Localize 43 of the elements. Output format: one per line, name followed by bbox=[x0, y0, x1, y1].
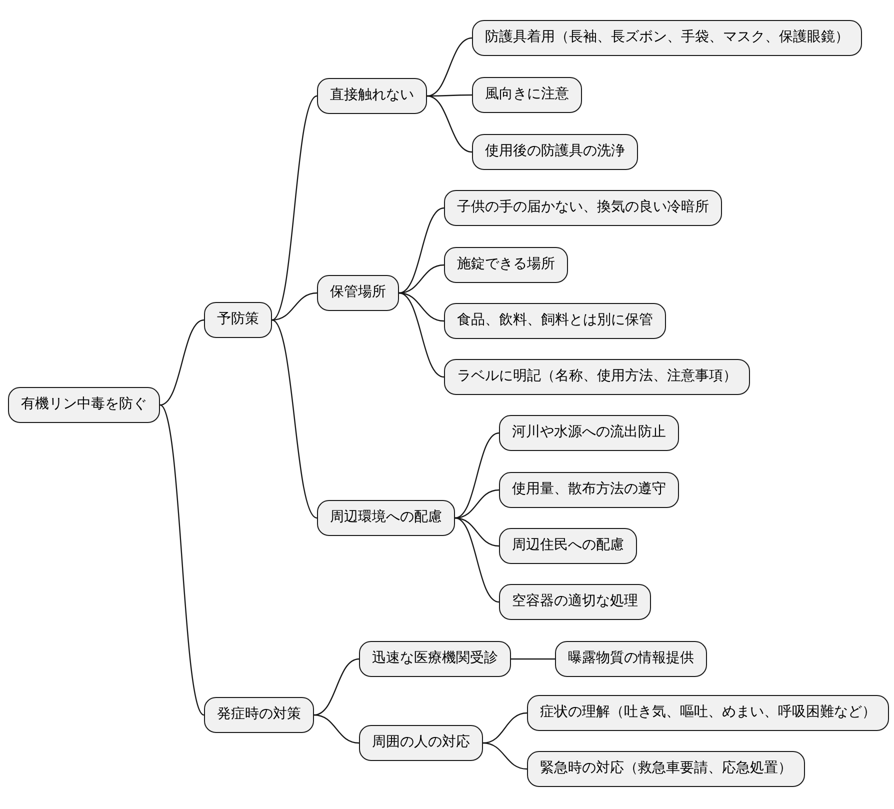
topic-box: 防護具着用（長袖、長ズボン、手袋、マスク、保護眼鏡） bbox=[472, 20, 862, 56]
topic-box: 使用量、散布方法の遵守 bbox=[499, 472, 679, 508]
connector-line bbox=[398, 207, 444, 294]
connector-line bbox=[482, 712, 528, 744]
connector-line bbox=[398, 264, 444, 294]
connector-line bbox=[314, 658, 360, 716]
connector-line bbox=[454, 517, 500, 603]
topic-box: 迅速な医療機関受診 bbox=[359, 641, 511, 677]
topic-box: 発症時の対策 bbox=[204, 697, 314, 733]
connector-line bbox=[160, 404, 204, 716]
topic-box: 施錠できる場所 bbox=[444, 247, 568, 283]
connector-line bbox=[314, 714, 360, 744]
connector-line bbox=[272, 292, 318, 321]
connector-line bbox=[454, 432, 500, 519]
topic-box: 曝露物質の情報提供 bbox=[555, 641, 707, 677]
topic-box: 周辺環境への配慮 bbox=[317, 500, 455, 536]
topic-box: 直接触れない bbox=[317, 78, 427, 114]
topic-box: 河川や水源への流出防止 bbox=[499, 415, 679, 451]
topic-box: 周辺住民への配慮 bbox=[499, 528, 637, 564]
connector-line bbox=[272, 96, 318, 320]
topic-box: 風向きに注意 bbox=[472, 77, 582, 113]
topic-box: 緊急時の対応（救急車要請、応急処置） bbox=[527, 751, 805, 787]
topic-box: 保管場所 bbox=[317, 275, 399, 311]
topic-box: 周囲の人の対応 bbox=[359, 725, 483, 761]
connector-line bbox=[511, 658, 555, 660]
topic-box: 空容器の適切な処理 bbox=[499, 584, 651, 620]
connector-line bbox=[454, 489, 500, 519]
connector-line bbox=[454, 517, 500, 547]
topic-box: 食品、飲料、飼料とは別に保管 bbox=[444, 303, 666, 339]
topic-box: 症状の理解（吐き気、嘔吐、めまい、呼吸困難など） bbox=[527, 695, 889, 731]
topic-box: 予防策 bbox=[204, 302, 272, 338]
connector-line bbox=[426, 95, 472, 153]
connector-line bbox=[160, 319, 204, 406]
connector-line bbox=[398, 292, 444, 322]
topic-box: 使用後の防護具の洗浄 bbox=[472, 134, 638, 170]
topic-box: 子供の手の届かない、換気の良い冷暗所 bbox=[444, 190, 722, 226]
connector-line bbox=[426, 37, 472, 97]
connector-line bbox=[272, 320, 318, 518]
topic-box: 有機リン中毒を防ぐ bbox=[8, 387, 160, 423]
connector-line bbox=[427, 94, 472, 97]
topic-box: ラベルに明記（名称、使用方法、注意事項） bbox=[444, 359, 750, 395]
connector-line bbox=[482, 742, 528, 770]
connector-line bbox=[398, 292, 444, 378]
